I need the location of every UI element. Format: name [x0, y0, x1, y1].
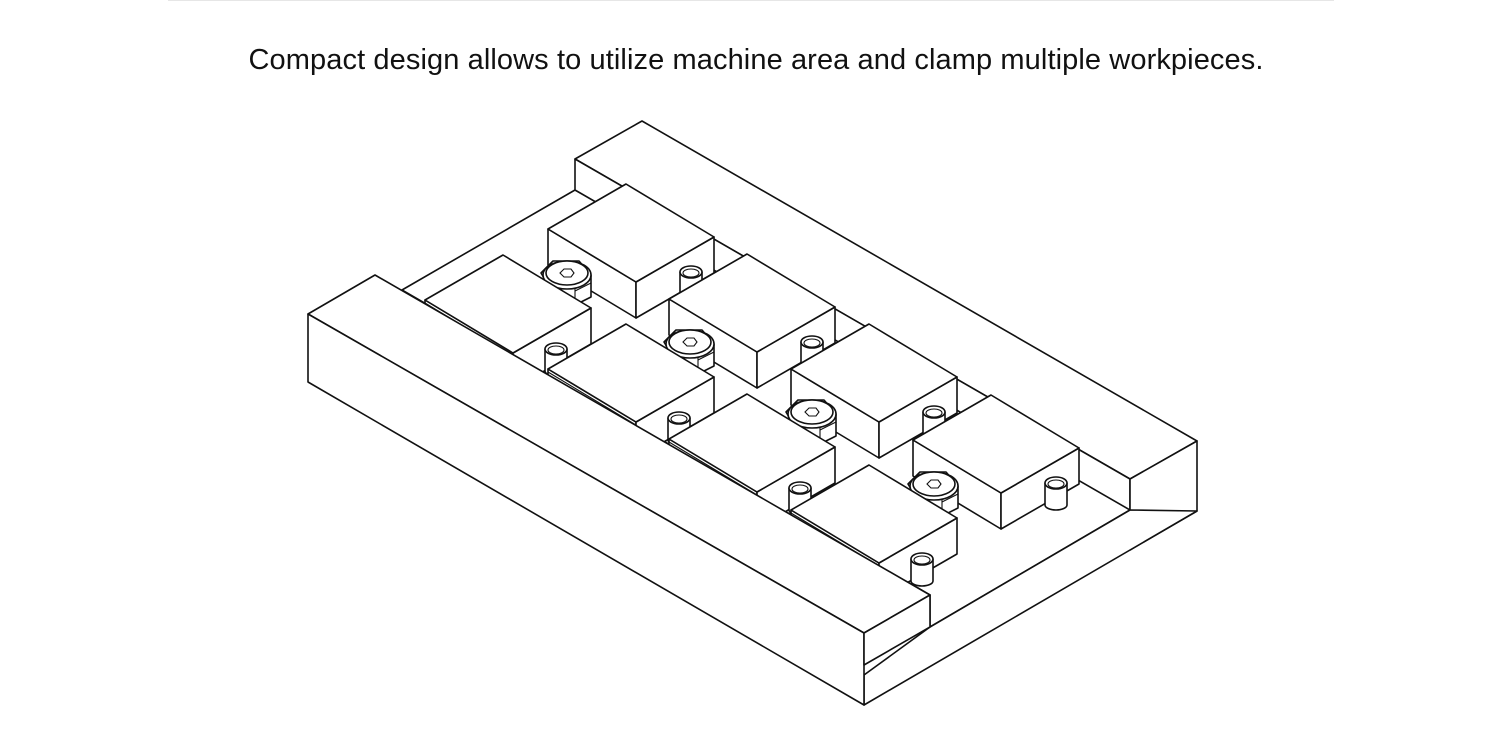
- front-pin-1-top: [544, 342, 568, 356]
- front-rail-end-face: [863, 594, 931, 666]
- clamp-screw-1-nut-split: [574, 282, 592, 292]
- clamp-screw-3-nut-split: [819, 421, 837, 431]
- front-pin-1-chamfer: [547, 345, 565, 355]
- back-pin-1-top: [679, 265, 703, 279]
- front-block-2-top-face: [547, 323, 715, 423]
- back-block-3-top-face: [790, 323, 958, 423]
- front-pin-4-body: [910, 558, 934, 587]
- back-pin-3-chamfer: [925, 408, 943, 418]
- front-pin-2-top: [667, 411, 691, 425]
- front-block-3-top-face: [668, 393, 836, 493]
- back-block-4-top-face: [912, 394, 1080, 494]
- back-pin-1-chamfer: [682, 268, 700, 278]
- clamp-screw-4-hex-socket-icon: [926, 479, 942, 489]
- front-rail-outer-face: [307, 313, 865, 706]
- back-block-1-top-face: [547, 183, 715, 283]
- clamp-screw-4-head: [912, 471, 956, 497]
- back-pin-2-top: [800, 335, 824, 349]
- clamp-screw-2-head: [668, 329, 712, 355]
- front-pin-3-top: [788, 481, 812, 495]
- back-pin-4-body: [1044, 482, 1068, 511]
- front-pin-2-chamfer: [670, 414, 688, 424]
- front-pin-4-top: [910, 552, 934, 566]
- back-pin-4-top: [1044, 476, 1068, 490]
- clamp-screw-2-nut-split: [697, 351, 715, 361]
- clamp-screw-3-hex-socket-icon: [804, 407, 820, 417]
- front-block-4-top-face: [790, 464, 958, 564]
- figure-caption: Compact design allows to utilize machine…: [248, 44, 1264, 76]
- back-pin-4-chamfer: [1047, 479, 1065, 489]
- back-block-2-top-face: [668, 253, 836, 353]
- front-pin-4-chamfer: [913, 555, 931, 565]
- clamp-screw-4-nut-split: [941, 493, 959, 503]
- front-pin-3-chamfer: [791, 484, 809, 494]
- front-block-1-top-face: [424, 254, 592, 354]
- clamp-screw-1-head: [545, 260, 589, 286]
- back-pin-2-chamfer: [803, 338, 821, 348]
- top-divider: [168, 0, 1334, 1]
- clamp-screw-3-head: [790, 399, 834, 425]
- back-pin-3-top: [922, 405, 946, 419]
- clamp-screw-2-hex-socket-icon: [682, 337, 698, 347]
- clamp-screw-1-hex-socket-icon: [559, 268, 575, 278]
